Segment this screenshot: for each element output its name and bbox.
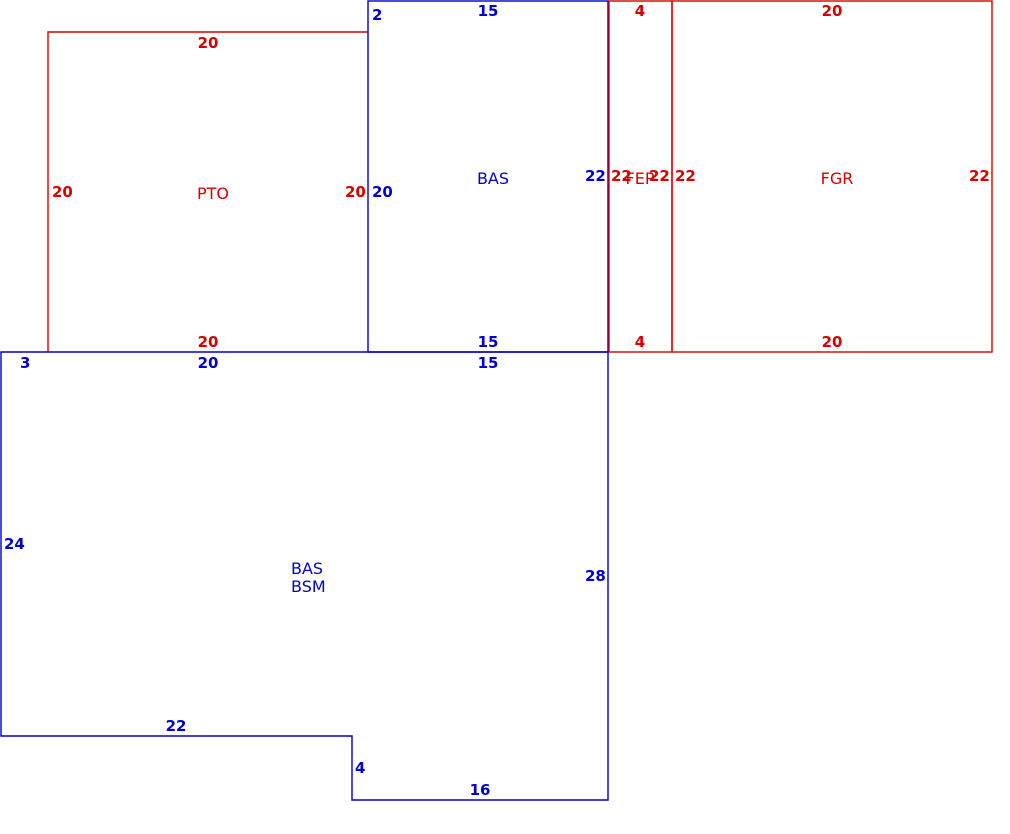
fep-dim-left: 22 — [611, 167, 632, 185]
fep-dim-bottom: 4 — [635, 333, 645, 351]
bas-bsm-dim-left: 24 — [4, 535, 25, 553]
fgr-outline — [671, 0, 993, 353]
fgr-dim-right: 22 — [969, 167, 990, 185]
bas-bsm-label-line2: BSM — [291, 577, 326, 596]
bas-bsm-dim-top-left: 20 — [198, 354, 219, 372]
bas-bsm-dim-right: 28 — [585, 567, 606, 585]
bas-bsm-outline — [0, 351, 609, 801]
pto-dim-left: 20 — [52, 183, 73, 201]
fep-dim-right: 22 — [649, 167, 670, 185]
fep-dim-top: 4 — [635, 2, 645, 20]
bas-upper-dim-left: 20 — [372, 183, 393, 201]
bas-bsm-dim-bottom-right: 16 — [470, 781, 491, 799]
bas-upper-label: BAS — [477, 169, 509, 188]
bas-bsm-dim-bottom-left: 22 — [166, 717, 187, 735]
pto-label: PTO — [197, 184, 229, 203]
fgr-label: FGR — [821, 169, 854, 188]
bas-bsm-dim-corner: 3 — [20, 354, 30, 372]
bas-bsm-dim-step: 4 — [355, 759, 365, 777]
fgr-dim-top: 20 — [822, 2, 843, 20]
fep-label: FEP — [626, 169, 655, 188]
bas-bsm-label-line1: BAS — [291, 559, 323, 578]
pto-dim-bottom: 20 — [198, 333, 219, 351]
fgr-dim-left: 22 — [675, 167, 696, 185]
bas-bsm-dim-top-right: 15 — [478, 354, 499, 372]
bas-upper-dim-bottom: 15 — [478, 333, 499, 351]
bas-upper-dim-right: 22 — [585, 167, 606, 185]
pto-dim-right: 20 — [345, 183, 366, 201]
pto-outline — [47, 31, 368, 352]
fgr-dim-bottom: 20 — [822, 333, 843, 351]
pto-dim-top: 20 — [198, 34, 219, 52]
bas-upper-dim-top: 15 — [478, 2, 499, 20]
bas-upper-dim-corner: 2 — [372, 6, 382, 24]
